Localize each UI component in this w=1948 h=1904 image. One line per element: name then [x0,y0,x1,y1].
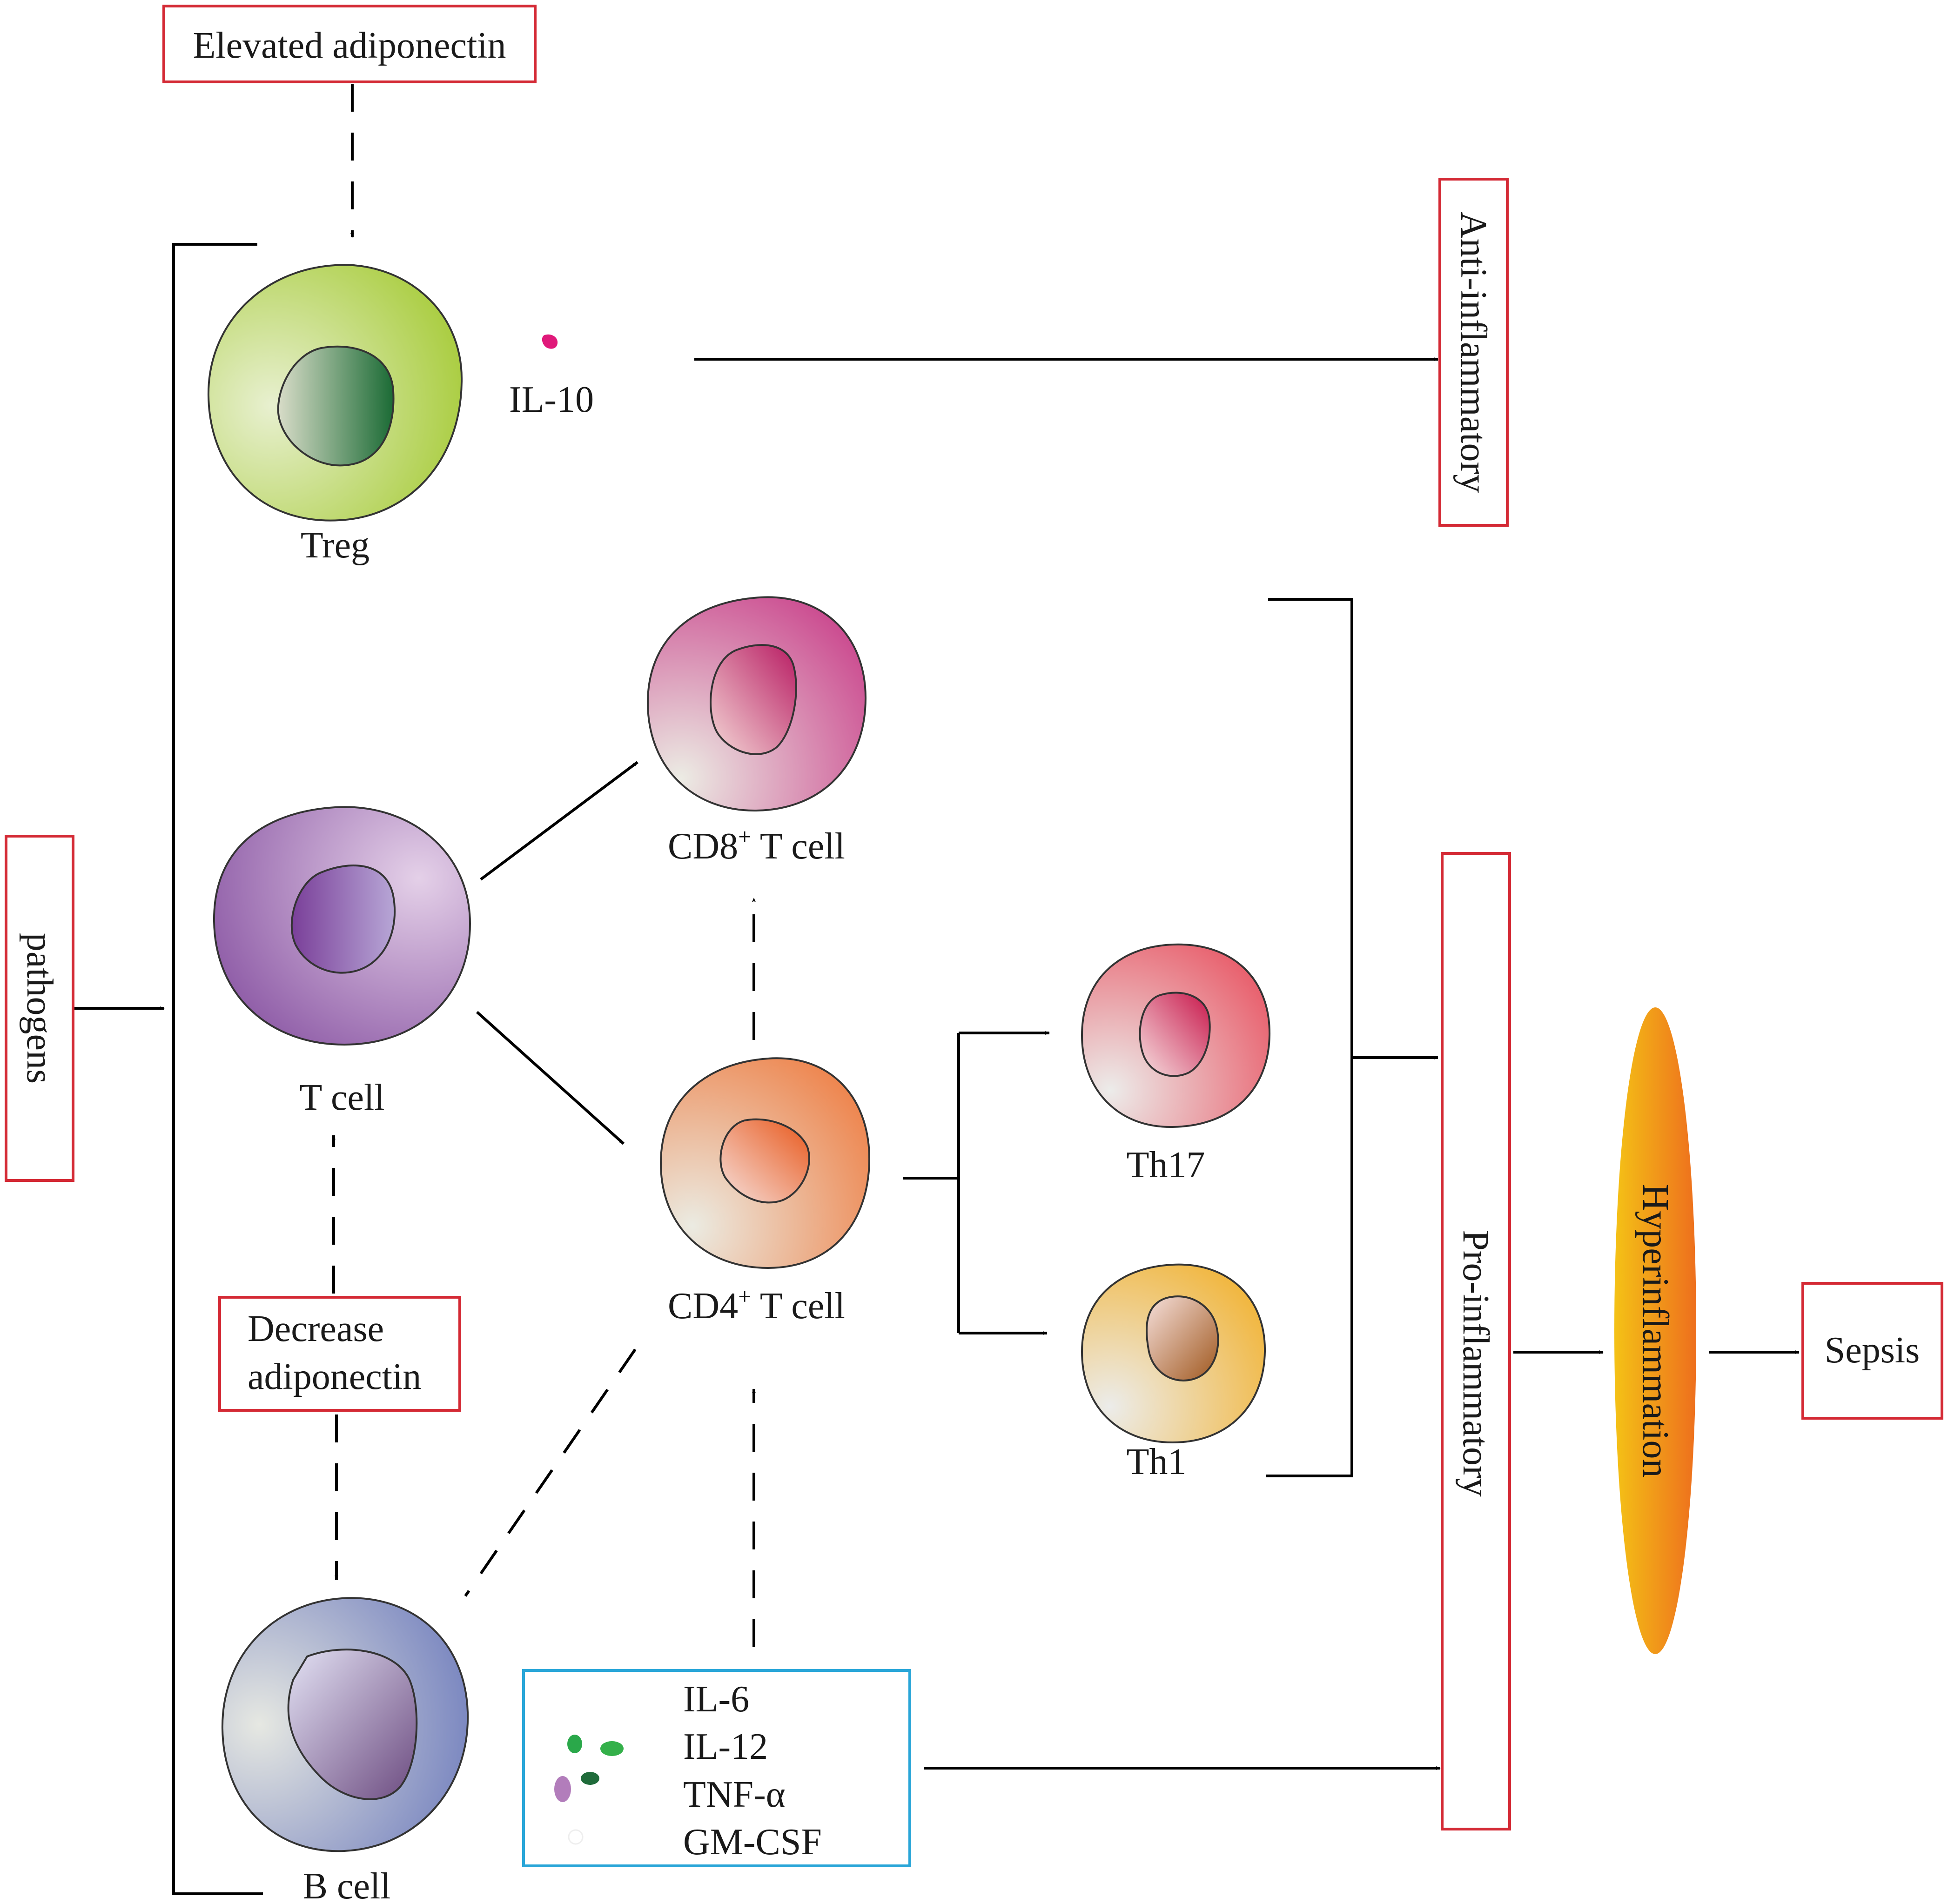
b-cell-label: B cell [303,1866,391,1904]
anti-inflammatory-label: Anti-inflammatory [1453,212,1494,493]
t-cell: T cell [213,806,471,1118]
b-cell: B cell [221,1597,469,1904]
decrease-adiponectin-label-line2: adiponectin [248,1356,421,1397]
il10-label: IL-10 [509,379,594,420]
cd4-to-b-cell-arrow [464,1348,637,1597]
pathogens-box: pathogens [5,835,74,1182]
anti-inflammatory-box: Anti-inflammatory [1438,178,1509,527]
cd8-t-cell: CD8+ T cell [646,596,867,867]
th1-cell: Th1 [1081,1263,1266,1482]
cytokine-tnf-alpha: TNF-α [683,1774,786,1815]
hyperinflammation-label: Hyperinflammation [1635,1184,1676,1478]
cytokine-il12: IL-12 [683,1726,768,1767]
cytokine-il6: IL-6 [683,1679,749,1720]
elevated-adiponectin-box: Elevated adiponectin [162,5,537,83]
cd8-t-cell-label: CD8+ T cell [668,824,845,867]
il6-dot-icon [567,1735,582,1753]
th1-label: Th1 [1127,1441,1187,1482]
elevated-adiponectin-label: Elevated adiponectin [193,25,506,66]
cytokine-gm-csf: GM-CSF [683,1822,822,1863]
cytokine-box: IL-6 IL-12 TNF-α GM-CSF [522,1669,911,1867]
effector-cells-bracket [1266,598,1353,1477]
th17-cell: Th17 [1081,943,1271,1186]
tnf-dot-icon [581,1772,599,1785]
t-cell-to-cd8-arrow [480,761,638,881]
cells-bracket [172,243,263,1895]
treg-label: Treg [301,525,369,566]
pro-inflammatory-box: Pro-inflammatory [1441,852,1511,1830]
treg-cell: Treg [207,264,463,566]
t-cell-to-cd4-arrow [476,1011,625,1145]
il12-dot-icon [600,1741,624,1756]
th17-label: Th17 [1127,1145,1205,1186]
t-cell-label: T cell [300,1077,385,1118]
decrease-adiponectin-label-line1: Decrease [248,1308,384,1349]
pathogens-label: pathogens [19,933,60,1084]
sepsis-box: Sepsis [1801,1282,1943,1420]
decrease-adiponectin-box: Decrease adiponectin [218,1296,461,1412]
tnf-alpha-dot-icon [554,1776,571,1802]
cd4-t-cell: CD4+ T cell [659,1057,871,1327]
cd4-t-cell-label: CD4+ T cell [668,1283,845,1327]
hyperinflammation-ellipse: Hyperinflammation [1614,1007,1696,1654]
pro-inflammatory-label: Pro-inflammatory [1455,1230,1496,1496]
gm-csf-dot-icon [568,1829,584,1845]
il10-dot-icon [542,334,558,349]
sepsis-label: Sepsis [1825,1330,1920,1371]
